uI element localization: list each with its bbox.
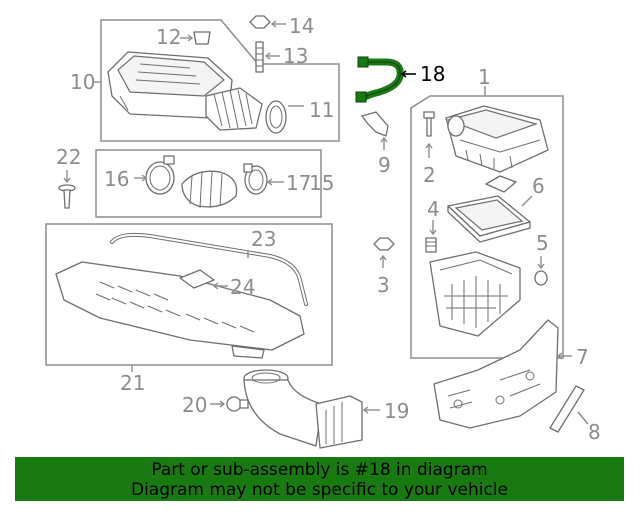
bracket-7 <box>433 319 559 429</box>
bracket-9 <box>361 111 389 137</box>
intake-duct-10 <box>205 87 263 131</box>
deflector-shield-21 <box>55 261 305 359</box>
callout-8: 8 <box>588 420 601 444</box>
footer-line-1: Part or sub-assembly is #18 in diagram <box>151 460 488 480</box>
callout-13: 13 <box>283 44 308 68</box>
footer-line-2: Diagram may not be specific to your vehi… <box>130 480 508 500</box>
callout-5: 5 <box>536 231 549 255</box>
grommet-12 <box>193 31 211 45</box>
bolt-2 <box>423 111 435 137</box>
grommet-5 <box>534 270 548 286</box>
callout-11: 11 <box>309 98 334 122</box>
callout-4: 4 <box>427 197 440 221</box>
clamp-16 <box>145 155 175 195</box>
group-box-1 <box>410 95 564 359</box>
callout-14: 14 <box>289 14 314 38</box>
callout-2: 2 <box>423 163 436 187</box>
callout-6: 6 <box>532 174 545 198</box>
callout-3: 3 <box>377 273 390 297</box>
group-box-21 <box>45 223 333 366</box>
pin-20 <box>226 396 249 412</box>
clamp-11 <box>265 100 287 134</box>
callout-19: 19 <box>384 399 409 423</box>
group-box-10 <box>100 19 340 142</box>
hose-18-highlighted <box>355 56 404 103</box>
callout-12: 12 <box>156 25 181 49</box>
strap-8 <box>549 385 585 433</box>
callout-15: 15 <box>309 171 334 195</box>
intake-hose-15 <box>181 170 238 209</box>
clamp-17 <box>243 163 268 195</box>
group-box-15 <box>95 149 322 218</box>
air-duct-19 <box>243 369 363 449</box>
grommet-4 <box>425 237 437 253</box>
callout-16: 16 <box>104 167 129 191</box>
callout-22: 22 <box>56 145 81 169</box>
nut-14 <box>249 15 271 29</box>
gasket-plate <box>485 175 517 193</box>
callout-23: 23 <box>251 227 276 251</box>
callout-17: 17 <box>286 171 311 195</box>
push-pin-22 <box>58 184 76 209</box>
callout-10: 10 <box>70 70 95 94</box>
callout-7: 7 <box>576 345 589 369</box>
callout-21: 21 <box>120 371 145 395</box>
air-cleaner-lower-housing <box>429 251 521 337</box>
tape-24 <box>179 269 215 289</box>
callout-9: 9 <box>378 153 391 177</box>
callout-20: 20 <box>182 393 207 417</box>
nut-3 <box>373 237 395 251</box>
footer-banner: Part or sub-assembly is #18 in diagram D… <box>15 457 624 501</box>
callout-1: 1 <box>478 65 491 89</box>
air-filter-6 <box>447 195 531 243</box>
callout-18: 18 <box>420 62 445 86</box>
stud-13 <box>255 41 264 73</box>
air-cleaner-upper-housing <box>445 105 549 173</box>
callout-24: 24 <box>230 275 255 299</box>
